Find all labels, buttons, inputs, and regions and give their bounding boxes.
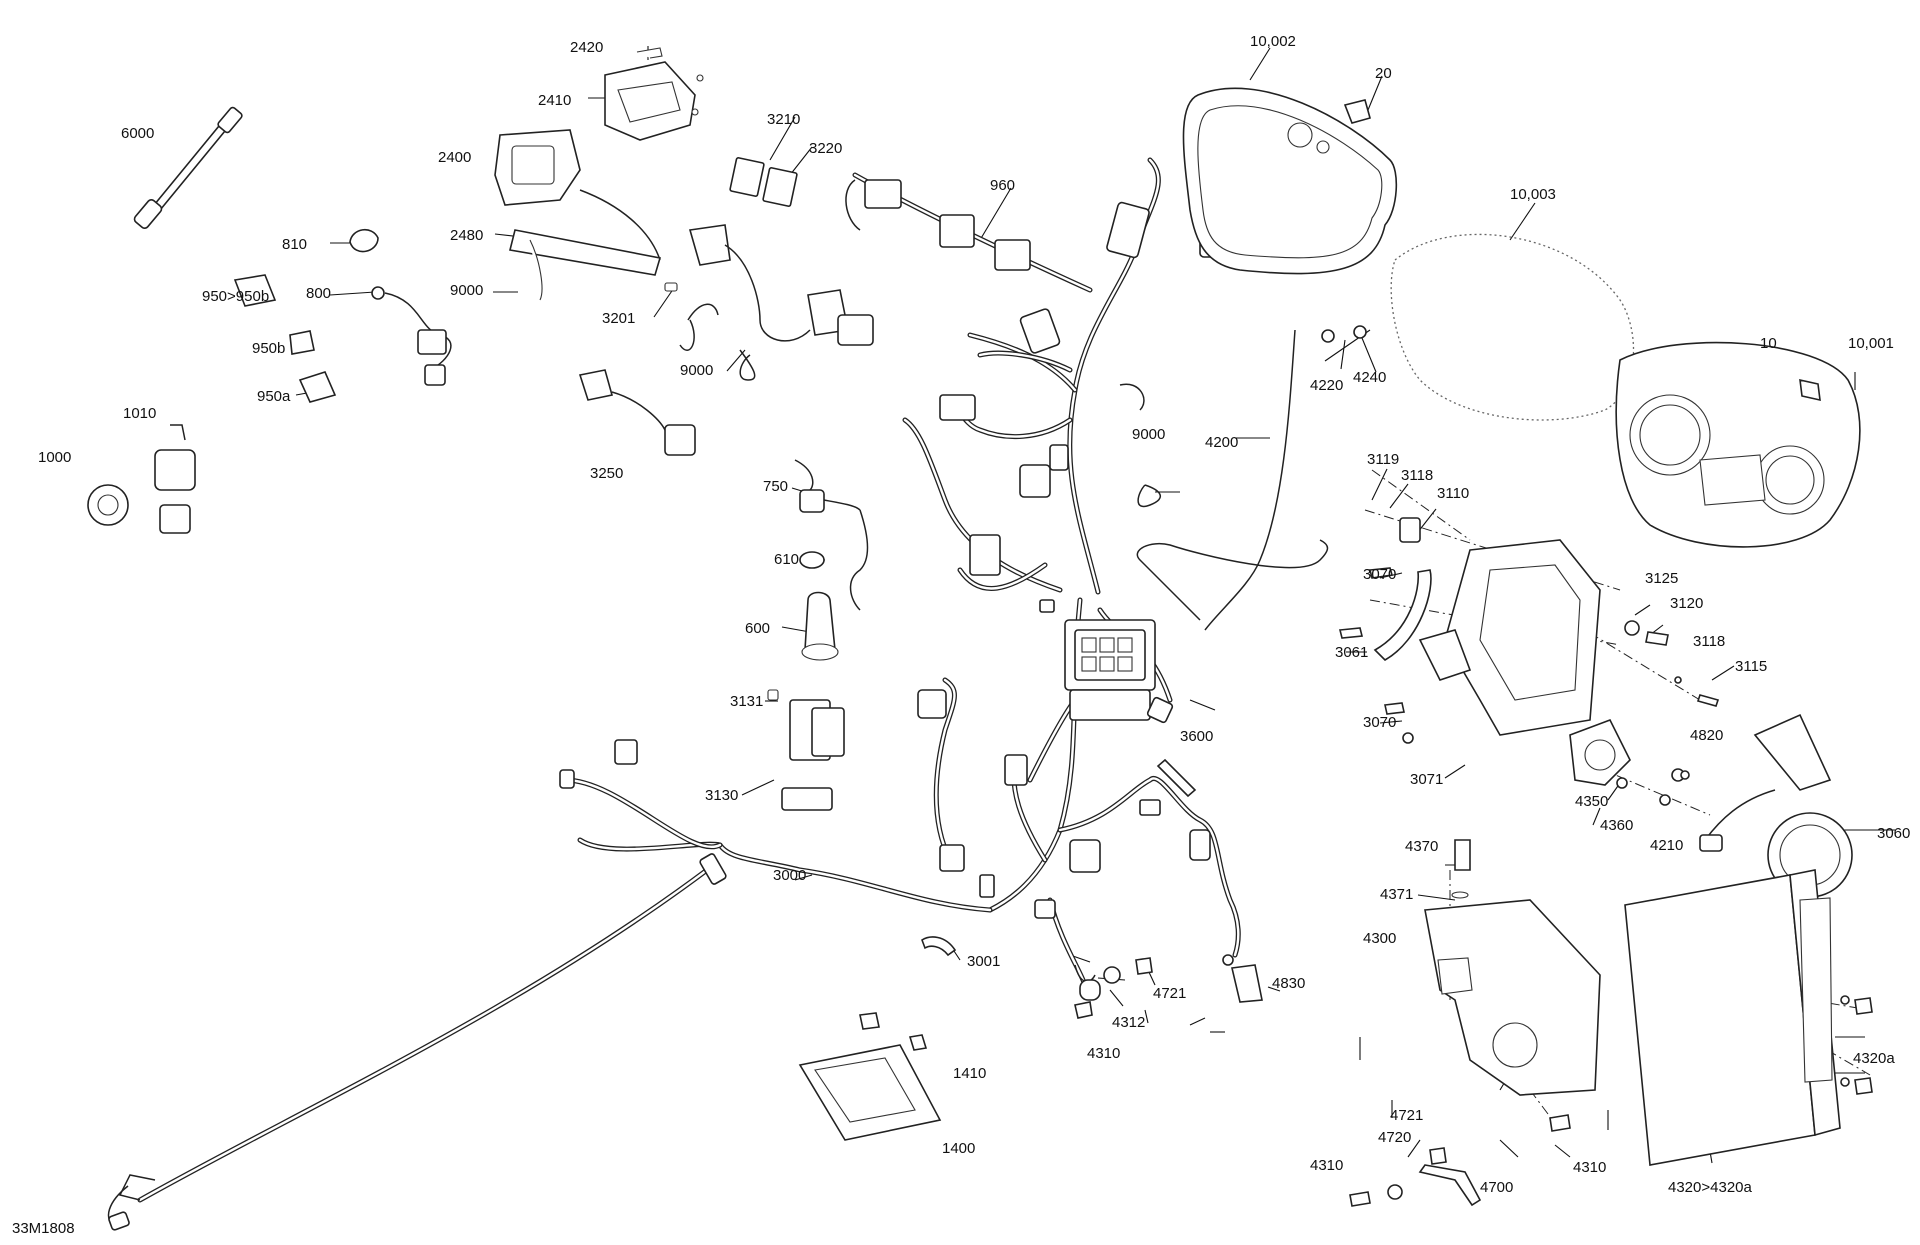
callout-10003: 10,003 bbox=[1510, 186, 1556, 203]
callout-4220: 4220 bbox=[1310, 377, 1343, 394]
callout-950a: 950a bbox=[257, 388, 291, 405]
callout-4300: 4300 bbox=[1363, 930, 1396, 947]
callout-2400: 2400 bbox=[438, 149, 471, 166]
callout-4700: 4700 bbox=[1480, 1179, 1513, 1196]
callout-4320a: 4320a bbox=[1853, 1050, 1895, 1067]
callout-4360: 4360 bbox=[1600, 817, 1633, 834]
callout-3070-b: 3070 bbox=[1363, 714, 1396, 731]
callout-4820: 4820 bbox=[1690, 727, 1723, 744]
diagram-id: 33M1808 bbox=[12, 1220, 75, 1237]
callout-10001: 10,001 bbox=[1848, 335, 1894, 352]
callout-4310-a: 4310 bbox=[1087, 1045, 1120, 1062]
callout-810: 810 bbox=[282, 236, 307, 253]
callout-4371: 4371 bbox=[1380, 886, 1413, 903]
callout-2480: 2480 bbox=[450, 227, 483, 244]
main-wiring-harness bbox=[107, 157, 1241, 1231]
callout-3000: 3000 bbox=[773, 867, 806, 884]
callout-3118-b: 3118 bbox=[1693, 633, 1725, 650]
leader-lines bbox=[295, 46, 1895, 1164]
callout-9000-b: 9000 bbox=[680, 362, 713, 379]
callout-4310-b: 4310 bbox=[1573, 1159, 1606, 1176]
callout-4720: 4720 bbox=[1378, 1129, 1411, 1146]
callout-950-950b: 950>950b bbox=[202, 288, 269, 305]
callout-3061: 3061 bbox=[1335, 644, 1368, 661]
callout-4310-c: 4310 bbox=[1310, 1157, 1343, 1174]
callout-3120: 3120 bbox=[1670, 595, 1703, 612]
components bbox=[87, 47, 1873, 1207]
callout-4210: 4210 bbox=[1650, 837, 1683, 854]
callout-9000-a: 9000 bbox=[450, 282, 483, 299]
callout-2420: 2420 bbox=[570, 39, 603, 56]
callout-4200: 4200 bbox=[1205, 434, 1238, 451]
callout-4350: 4350 bbox=[1575, 793, 1608, 810]
callout-3070-a: 3070 bbox=[1363, 566, 1396, 583]
callout-2410: 2410 bbox=[538, 92, 571, 109]
callout-4370: 4370 bbox=[1405, 838, 1438, 855]
callout-20: 20 bbox=[1375, 65, 1392, 82]
callout-6000: 6000 bbox=[121, 125, 154, 142]
callout-3119: 3119 bbox=[1367, 451, 1399, 468]
callout-610: 610 bbox=[774, 551, 799, 568]
callout-4721-a: 4721 bbox=[1153, 985, 1186, 1002]
callout-3060: 3060 bbox=[1877, 825, 1910, 842]
callout-1010: 1010 bbox=[123, 405, 156, 422]
callout-3600: 3600 bbox=[1180, 728, 1213, 745]
callout-960: 960 bbox=[990, 177, 1015, 194]
callout-3210: 3210 bbox=[767, 111, 800, 128]
callout-3001: 3001 bbox=[967, 953, 1000, 970]
callout-4830: 4830 bbox=[1272, 975, 1305, 992]
callout-3125: 3125 bbox=[1645, 570, 1678, 587]
callout-1000: 1000 bbox=[38, 449, 71, 466]
callout-10002: 10,002 bbox=[1250, 33, 1296, 50]
callout-3118-a: 3118 bbox=[1401, 467, 1433, 484]
callout-3110: 3110 bbox=[1437, 485, 1469, 502]
callout-3201: 3201 bbox=[602, 310, 635, 327]
callout-3071: 3071 bbox=[1410, 771, 1443, 788]
callout-10: 10 bbox=[1760, 335, 1777, 352]
callout-4320: 4320>4320a bbox=[1668, 1179, 1752, 1196]
callout-950b: 950b bbox=[252, 340, 285, 357]
callout-3131: 3131 bbox=[730, 693, 763, 710]
callout-600: 600 bbox=[745, 620, 770, 637]
callout-4721-b: 4721 bbox=[1390, 1107, 1423, 1124]
callout-4312: 4312 bbox=[1112, 1014, 1145, 1031]
callout-labels: 6000 2420 2410 2400 3210 3220 960 10,002… bbox=[38, 33, 1910, 1196]
callout-4240: 4240 bbox=[1353, 369, 1386, 386]
callout-1410: 1410 bbox=[953, 1065, 986, 1082]
callout-3220: 3220 bbox=[809, 140, 842, 157]
callout-3130: 3130 bbox=[705, 787, 738, 804]
callout-3115: 3115 bbox=[1735, 658, 1767, 675]
callout-3250: 3250 bbox=[590, 465, 623, 482]
callout-800: 800 bbox=[306, 285, 331, 302]
callout-9000-c: 9000 bbox=[1132, 426, 1165, 443]
callout-750: 750 bbox=[763, 478, 788, 495]
callout-1400: 1400 bbox=[942, 1140, 975, 1157]
